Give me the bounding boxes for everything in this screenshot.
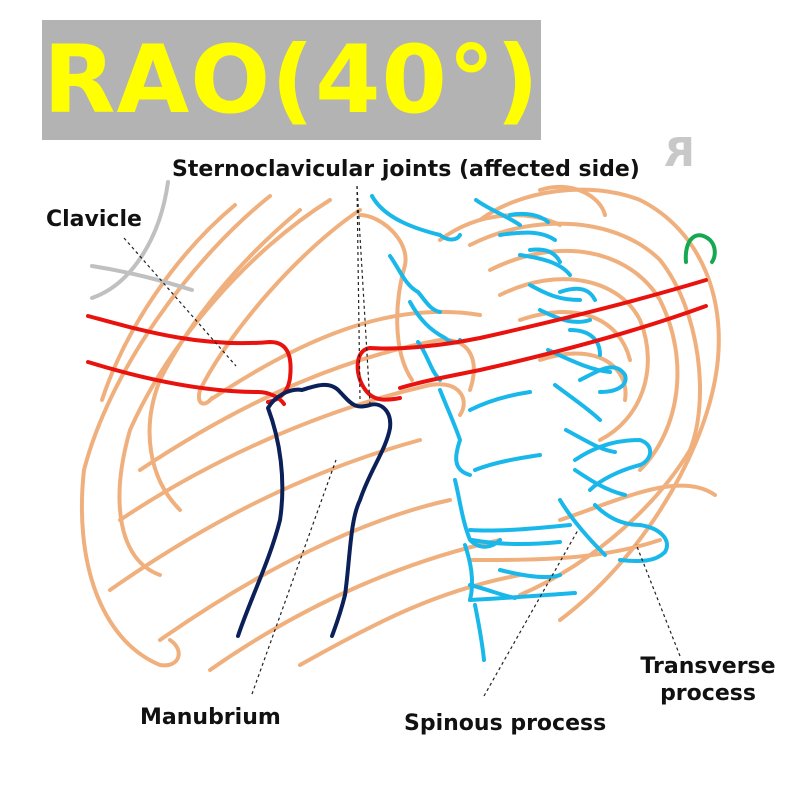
page-title: RAO(40°) — [43, 25, 540, 135]
leader-sternoclavicular-left — [356, 185, 371, 405]
leader-spinous — [483, 529, 579, 697]
title-banner: RAO(40°) — [42, 20, 541, 140]
ribs — [79, 184, 721, 672]
label-transverse-process: Transverse process — [638, 654, 778, 706]
green-hook — [683, 233, 717, 264]
label-transverse-line1: Transverse — [640, 654, 776, 679]
label-transverse-line2: process — [660, 681, 756, 706]
vertebrae — [370, 194, 669, 662]
label-spinous-process: Spinous process — [404, 711, 607, 736]
label-manubrium: Manubrium — [140, 705, 281, 730]
leader-transverse — [635, 543, 681, 657]
leader-manubrium — [251, 459, 337, 695]
label-sternoclavicular: Sternoclavicular joints (affected side) — [172, 157, 640, 182]
leader-clavicle — [123, 237, 237, 367]
gray-clavicle — [90, 180, 194, 300]
leader-lines — [123, 185, 681, 697]
manubrium — [236, 383, 393, 638]
label-clavicle: Clavicle — [46, 207, 142, 232]
